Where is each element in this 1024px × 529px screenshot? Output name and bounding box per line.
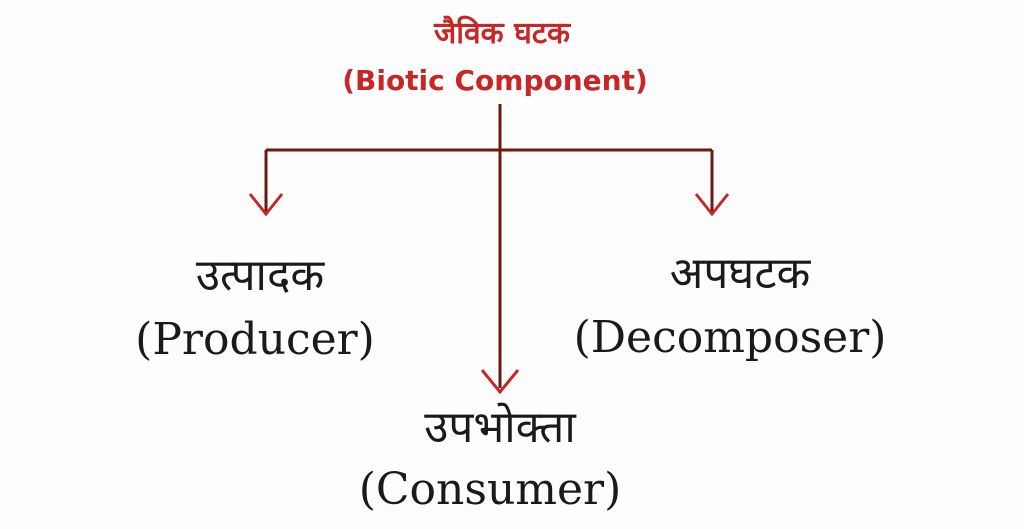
root-title-hindi: जैविक घटक	[433, 16, 571, 51]
decomposer-label-english: (Decomposer)	[573, 312, 887, 363]
producer-label-hindi: उत्पादक	[195, 250, 325, 301]
decomposer-arrowhead	[694, 193, 730, 217]
producer-label-english: (Producer)	[135, 314, 375, 365]
producer-arrowhead	[248, 193, 284, 217]
consumer-label-english: (Consumer)	[358, 464, 622, 515]
consumer-label-hindi: उपभोक्ता	[424, 402, 576, 453]
decomposer-label-hindi: अपघटक	[669, 248, 811, 299]
root-title-english: (Biotic Component)	[342, 64, 648, 97]
consumer-arrowhead	[480, 369, 520, 395]
